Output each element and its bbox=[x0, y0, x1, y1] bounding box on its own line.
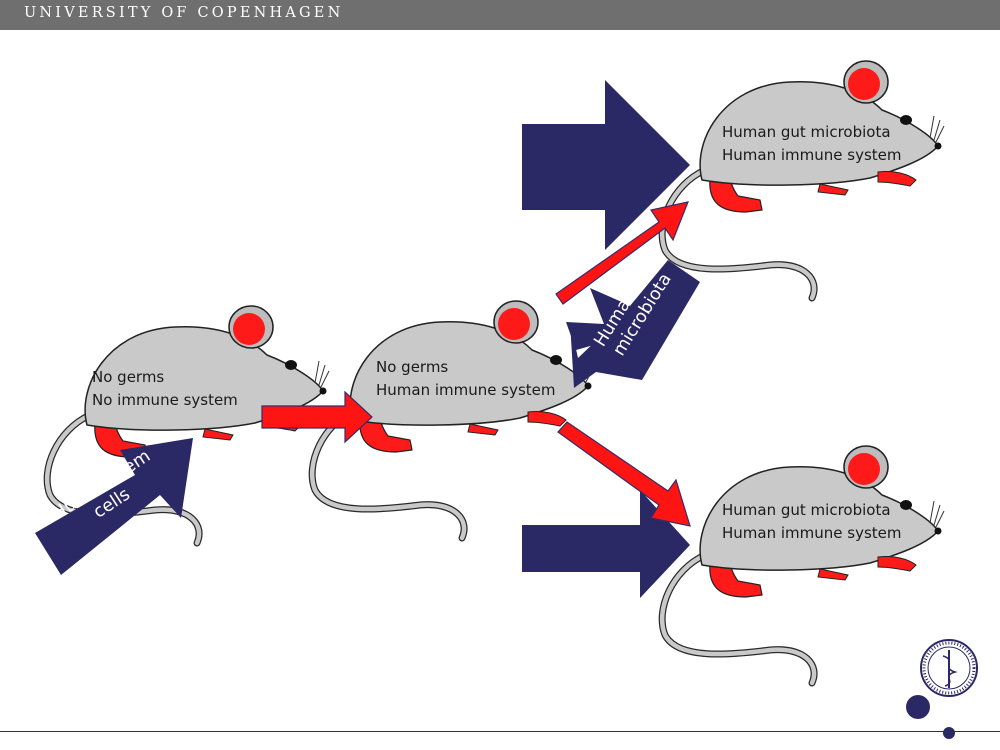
header-bar: UNIVERSITY OF COPENHAGEN bbox=[0, 0, 1000, 30]
decorative-dot-large bbox=[906, 695, 930, 719]
red-arrow-middle-to-bottom bbox=[557, 421, 691, 527]
mouse-start-line1: No germs bbox=[92, 368, 165, 386]
mouse-bottom-label: Human gut microbiota Human immune system bbox=[722, 499, 902, 545]
institution-title: UNIVERSITY OF COPENHAGEN bbox=[24, 5, 344, 21]
mouse-middle-line2: Human immune system bbox=[376, 381, 556, 399]
mouse-top-label: Human gut microbiota Human immune system bbox=[722, 121, 902, 167]
large-navy-arrow-bottom bbox=[522, 490, 690, 598]
large-navy-arrow-top bbox=[522, 80, 690, 250]
mouse-middle-label: No germs Human immune system bbox=[376, 356, 556, 402]
stem-cells-arrow bbox=[35, 438, 193, 575]
university-seal-icon bbox=[920, 639, 978, 697]
mouse-bottom-line2: Human immune system bbox=[722, 524, 902, 542]
red-arrow-start-to-middle bbox=[261, 390, 373, 444]
footer-rule bbox=[0, 731, 1000, 732]
mouse-bottom-line1: Human gut microbiota bbox=[722, 501, 891, 519]
mouse-top-line1: Human gut microbiota bbox=[722, 123, 891, 141]
mouse-start-label: No germs No immune system bbox=[92, 366, 238, 412]
red-arrow-middle-to-top bbox=[555, 201, 689, 305]
mouse-middle-line1: No germs bbox=[376, 358, 449, 376]
mouse-start-line2: No immune system bbox=[92, 391, 238, 409]
decorative-dot-small bbox=[943, 727, 955, 739]
mouse-top-line2: Human immune system bbox=[722, 146, 902, 164]
mouse-bottom bbox=[662, 446, 944, 683]
mouse-top bbox=[662, 61, 944, 298]
